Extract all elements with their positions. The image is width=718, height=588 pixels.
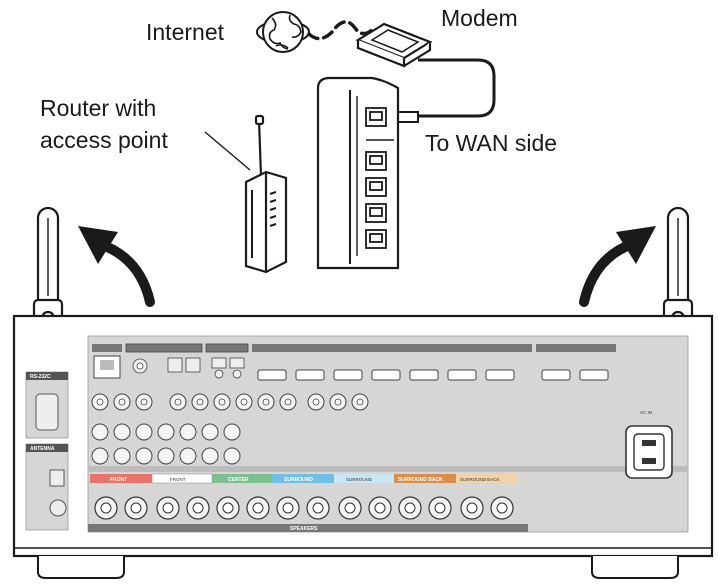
rs232c-label: RS-232C <box>30 374 51 380</box>
right-rotate-arrow-icon <box>579 226 656 307</box>
fm-terminal <box>49 499 67 517</box>
antenna-label: ANTENNA <box>30 446 55 452</box>
speaker-surround-label: SURROUND <box>346 477 373 482</box>
lan-port <box>365 177 387 197</box>
lan-port <box>365 229 387 249</box>
speaker-surround-back-label: SURROUND BACK <box>398 477 443 483</box>
speaker-surround-back-label: SURROUND BACK <box>460 477 500 482</box>
speaker-front-label: FRONT <box>170 477 186 482</box>
ethernet-ports <box>365 107 387 249</box>
ac-in-label: AC IN <box>640 410 652 415</box>
wan-port <box>365 107 387 127</box>
router-front-icon <box>244 114 288 274</box>
left-antenna-icon <box>32 206 64 332</box>
speaker-group-labels: FRONT FRONT CENTER SURROUND SURROUND SUR… <box>90 473 518 484</box>
right-antenna-icon <box>662 206 694 332</box>
left-rotate-arrow-icon <box>78 226 155 307</box>
modem-icon <box>355 22 433 68</box>
hdmi-output-ports <box>541 369 609 381</box>
network-port <box>92 344 122 379</box>
globe-icon <box>256 11 310 53</box>
internet-label: Internet <box>146 19 224 45</box>
router-leader-line <box>204 131 251 171</box>
internet-link <box>307 20 374 41</box>
rca-jack-centers <box>96 398 364 406</box>
speaker-front-label: FRONT <box>110 477 127 483</box>
wan-side-label: To WAN side <box>425 130 558 156</box>
digital-audio-ports <box>125 343 203 374</box>
ac-inlet <box>625 425 673 479</box>
speaker-surround-label: SURROUND <box>284 477 313 483</box>
speakers-label: SPEAKERS <box>290 526 318 532</box>
rca-jack-grid <box>91 423 241 465</box>
router-label-line1: Router with <box>40 95 157 121</box>
speaker-center-label: CENTER <box>228 477 249 483</box>
wan-cable <box>418 58 496 118</box>
lan-port <box>365 203 387 223</box>
am-terminal <box>49 469 65 487</box>
rs232c-port <box>35 393 59 431</box>
modem-label: Modem <box>441 5 518 31</box>
lan-port <box>365 151 387 171</box>
hdmi-input-ports <box>257 369 515 381</box>
remote-control-ports <box>205 343 249 379</box>
receiver-feet <box>37 556 679 579</box>
router-label-line2: access point <box>40 127 168 153</box>
